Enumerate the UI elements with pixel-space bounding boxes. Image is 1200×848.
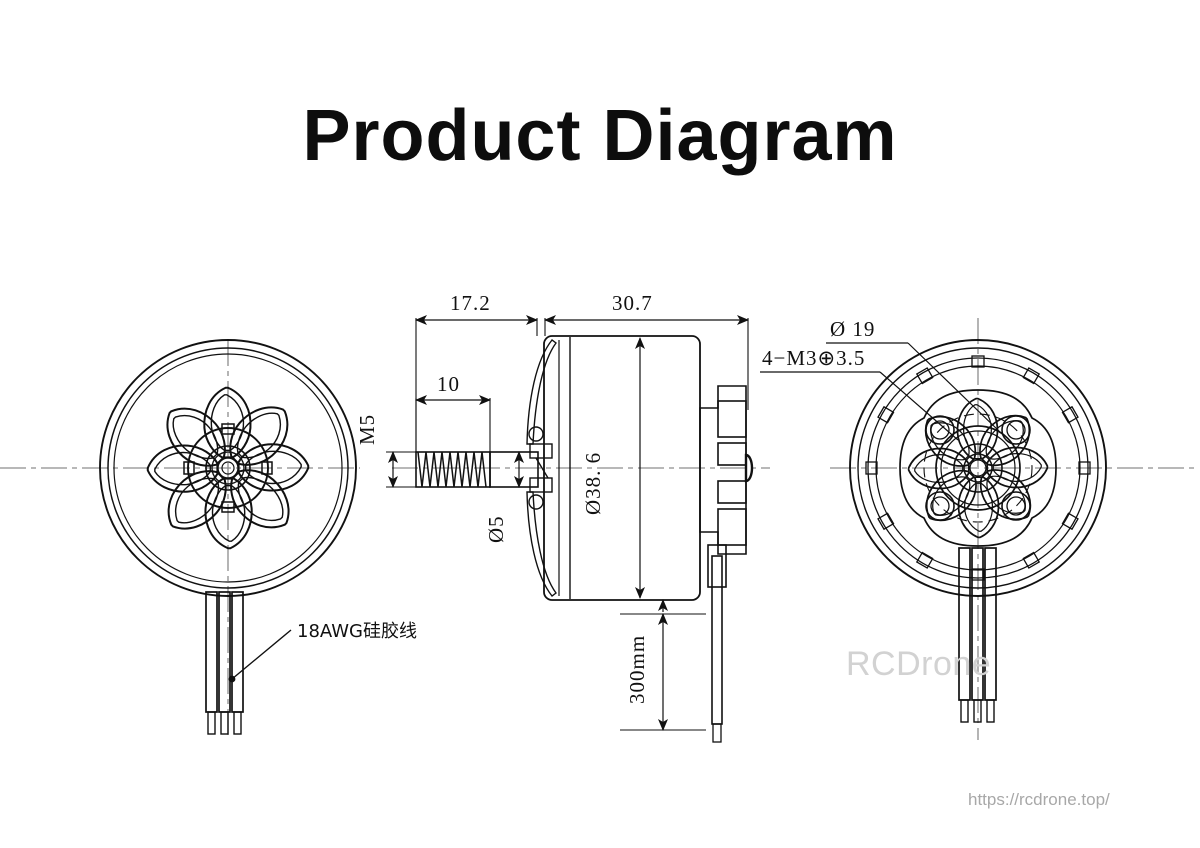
bell-hub-circle	[187, 427, 269, 509]
mounting-hole	[925, 415, 955, 445]
motor-bell-fins-profile	[526, 339, 557, 597]
wire-note-label: 18AWG硅胶线	[297, 621, 417, 642]
bell-outer-circle-2	[107, 347, 349, 589]
base-mounting-holes	[925, 415, 1031, 521]
bell-hub-notches	[183, 423, 273, 513]
dim-bolt-circle-leader: Ø 19	[826, 317, 1001, 433]
dim-body-dia-label: Ø38. 6	[581, 452, 605, 515]
dim-shaft-dia-label: Ø5	[484, 515, 508, 543]
bell-bearing-mid	[211, 451, 245, 485]
middle-wire	[711, 555, 723, 743]
motor-mounting-base	[699, 385, 754, 588]
dim-wire-length-label: 300mm	[625, 635, 649, 704]
base-shaft-bore-inner	[969, 459, 987, 477]
motor-shaft-threaded	[415, 451, 539, 488]
footer-url: https://rcdrone.top/	[968, 790, 1110, 809]
mounting-hole	[1001, 491, 1031, 521]
motor-body-side	[543, 335, 701, 601]
dim-m5-label: M5	[355, 414, 379, 445]
bell-shaft-bore	[217, 457, 239, 479]
right-base-view: Ø 19 4−M3⊕3.5	[760, 317, 1195, 740]
dim-17-2-label: 17.2	[450, 291, 491, 315]
base-bearing-ring	[940, 430, 1016, 506]
left-bell-view: 18AWG硅胶线	[0, 339, 417, 740]
dim-30-7: 30.7	[544, 291, 749, 410]
left-wire-bundle	[205, 591, 244, 735]
dim-mounting-holes-label: 4−M3⊕3.5	[762, 346, 865, 370]
wire-note-leader	[228, 629, 292, 683]
base-stator-slots	[865, 355, 1091, 581]
dim-mounting-holes-leader: 4−M3⊕3.5	[760, 346, 959, 441]
watermark: RCDrone	[846, 645, 992, 683]
bell-outer-circle-3	[113, 353, 343, 583]
dim-30-7-label: 30.7	[612, 291, 653, 315]
right-wire-bundle	[958, 547, 997, 723]
base-outer-circle-4	[875, 365, 1081, 571]
dim-m5-arrows	[386, 451, 418, 488]
mounting-hole	[1001, 415, 1031, 445]
dim-10: 10	[415, 372, 491, 452]
dim-body-dia: Ø38. 6	[581, 337, 645, 599]
dim-wire-length: 300mm	[620, 613, 706, 731]
base-bearing-inner	[953, 443, 1003, 493]
mounting-hole	[925, 491, 955, 521]
base-mount-plate	[899, 389, 1057, 547]
base-shaft-bore	[963, 453, 993, 483]
dim-10-label: 10	[437, 372, 460, 396]
base-outer-circle	[849, 339, 1107, 597]
base-outer-circle-2	[857, 347, 1099, 589]
dim-bolt-circle-label: Ø 19	[830, 317, 875, 341]
middle-side-view: 17.2 30.7 10 M5	[355, 291, 770, 743]
base-outer-circle-3	[867, 357, 1089, 579]
dim-17-2: 17.2	[415, 291, 538, 452]
page-title: Product Diagram	[302, 96, 898, 176]
base-bearing-outer	[935, 425, 1021, 511]
bell-shaft-bore-inner	[221, 461, 235, 475]
bell-outer-circle	[99, 339, 357, 597]
bell-bearing-outer	[205, 445, 251, 491]
base-bolt-circle	[923, 413, 1033, 523]
